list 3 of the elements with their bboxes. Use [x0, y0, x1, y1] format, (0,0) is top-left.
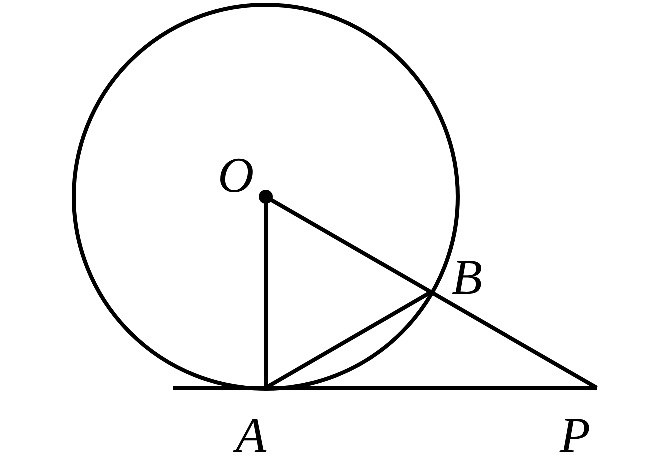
- point-label: P: [560, 410, 591, 460]
- point-label: B: [452, 252, 483, 302]
- point-label: O: [218, 150, 254, 200]
